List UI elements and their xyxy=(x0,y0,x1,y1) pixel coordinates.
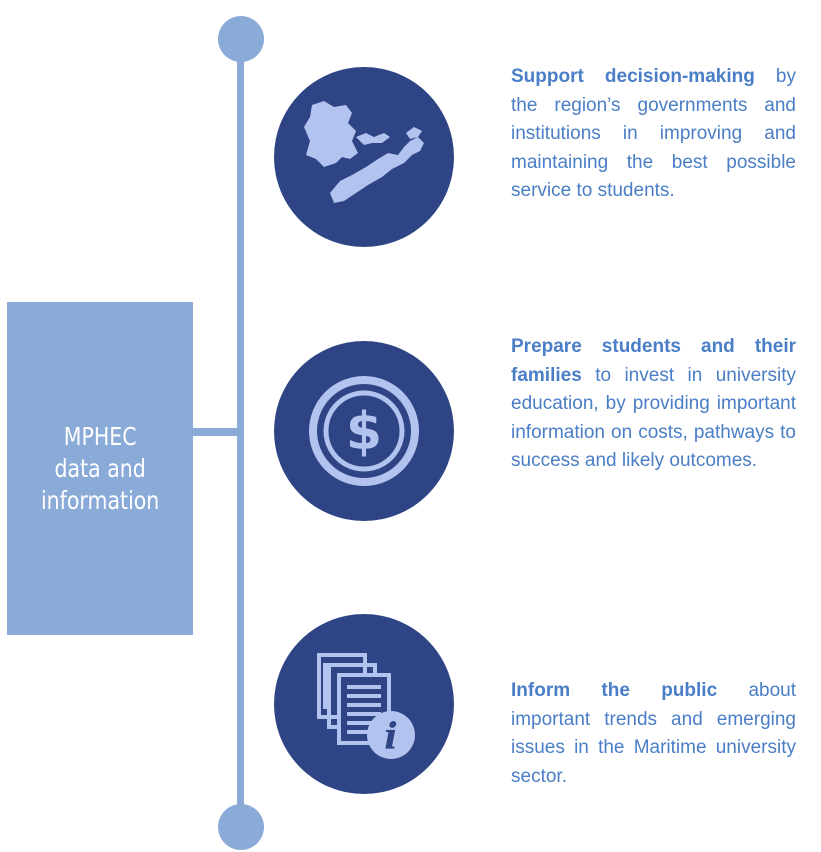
maritime-map-icon xyxy=(304,101,424,203)
item-heading-1: Support decision-making xyxy=(511,66,755,87)
timeline-top-dot xyxy=(218,16,264,62)
item-description-2: Prepare students and their families to i… xyxy=(511,333,796,476)
item-description-3: Inform the public about important trends… xyxy=(511,677,796,791)
node-dollar: $ xyxy=(274,341,454,521)
item-text-2: to invest in university education, by pr… xyxy=(511,364,796,472)
node-map xyxy=(274,67,454,247)
documents-info-icon: i xyxy=(317,653,415,759)
item-heading-2: Prepare students and their families xyxy=(511,336,796,386)
svg-text:i: i xyxy=(384,716,398,758)
title-connector xyxy=(192,428,242,436)
svg-text:$: $ xyxy=(346,402,382,462)
node-documents: i xyxy=(274,614,454,794)
diagram-title: MPHEC data and information xyxy=(40,421,160,515)
dollar-coin-icon: $ xyxy=(309,376,419,486)
item-description-1: Support decision-making by the region’s … xyxy=(511,63,796,206)
item-heading-3: Inform the public xyxy=(511,680,718,701)
item-text-1: by the region’s governments and institut… xyxy=(511,66,796,201)
item-text-3: about important trends and emerging issu… xyxy=(511,680,797,787)
timeline-bottom-dot xyxy=(218,804,264,850)
title-box: MPHEC data and information xyxy=(7,302,193,635)
